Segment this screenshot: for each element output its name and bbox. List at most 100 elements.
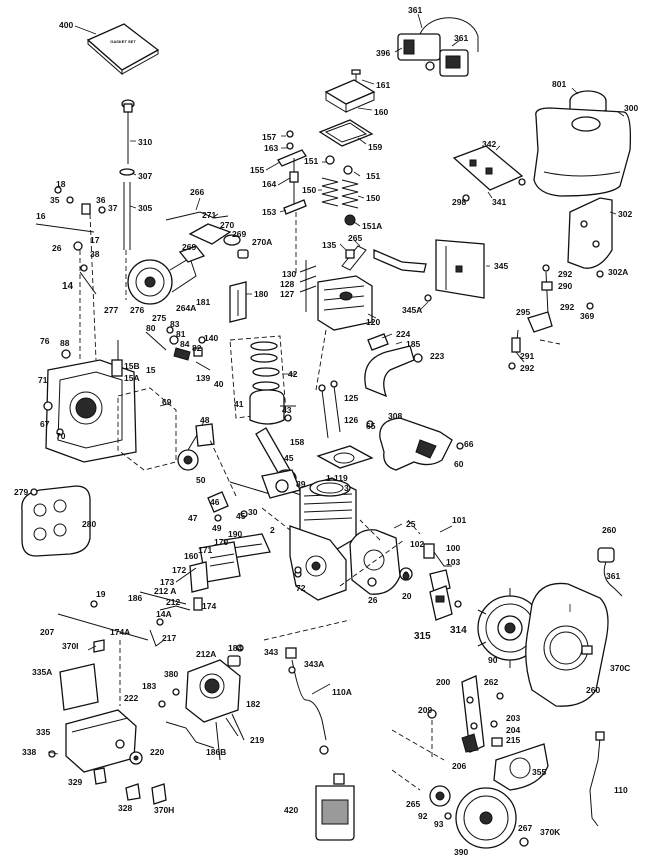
callout-48: 48 (200, 415, 210, 425)
callout-801: 801 (552, 79, 567, 89)
callout-270: 270 (220, 220, 235, 230)
callout-49: 49 (212, 523, 222, 533)
callout-390: 390 (454, 847, 469, 857)
valve-springs (318, 155, 365, 227)
callout-26: 26 (52, 243, 62, 253)
callout-139: 139 (196, 373, 211, 383)
callout-130: 130 (282, 269, 297, 279)
callout-43: 43 (282, 405, 292, 415)
callout-50: 50 (196, 475, 206, 485)
callout-380: 380 (164, 669, 179, 679)
valve-cover (324, 69, 376, 113)
callout-174: 174 (202, 601, 217, 611)
callout-260: 260 (586, 685, 601, 695)
push-rods (318, 380, 341, 439)
callout-207: 207 (40, 627, 55, 637)
callout-126: 126 (344, 415, 359, 425)
callout-343A: 343A (304, 659, 325, 669)
callout-160: 160 (374, 107, 389, 117)
callout-90: 90 (488, 655, 498, 665)
callout-70: 70 (56, 431, 66, 441)
callout-310: 310 (138, 137, 153, 147)
intake-elbow (364, 333, 423, 398)
callout-215: 215 (506, 735, 521, 745)
throttle-linkage-left (35, 186, 106, 362)
callout-370K: 370K (540, 827, 561, 837)
callout-361: 361 (408, 5, 423, 15)
cylinder-head (317, 275, 377, 331)
callout-159: 159 (368, 142, 383, 152)
callout-14: 14 (62, 281, 74, 292)
callout-69: 69 (162, 397, 172, 407)
callout-3: 3 (344, 483, 349, 493)
callout-206: 206 (452, 761, 467, 771)
callout-200: 200 (436, 677, 451, 687)
callout-30: 30 (248, 507, 258, 517)
callout-151A: 151A (362, 221, 383, 231)
crankcase-gasket (117, 387, 177, 471)
callout-361: 361 (606, 571, 621, 581)
callout-292: 292 (558, 269, 573, 279)
governor-gear-housing (127, 245, 206, 305)
callout-103: 103 (446, 557, 461, 567)
carburetor-small-parts (175, 533, 271, 593)
governor-linkage (165, 197, 249, 259)
callout-186: 186 (128, 593, 143, 603)
cylinder-head-bolts (299, 260, 317, 312)
callout-183: 183 (142, 681, 157, 691)
ignition-module (429, 585, 462, 621)
callout-212: 212 (166, 597, 181, 607)
starter-pawl-plate (427, 675, 504, 760)
callout-84: 84 (180, 339, 190, 349)
callout-269: 269 (232, 229, 247, 239)
fuel-line-bracket (229, 281, 252, 323)
callout-209: 209 (418, 705, 433, 715)
callout-170: 170 (214, 537, 229, 547)
callout-16: 16 (36, 211, 46, 221)
blower-housing (525, 582, 609, 707)
callout-292: 292 (520, 363, 535, 373)
rewind-starter (429, 785, 529, 849)
valve-cover-gasket (318, 119, 374, 147)
callout-217: 217 (162, 633, 177, 643)
callout-224: 224 (396, 329, 411, 339)
callout-275: 275 (152, 313, 167, 323)
callout-222: 222 (124, 693, 139, 703)
callout-345: 345 (494, 261, 509, 271)
cylinder-shroud (366, 417, 464, 471)
callout-262: 262 (484, 677, 499, 687)
callout-66: 66 (464, 439, 474, 449)
callout-125: 125 (344, 393, 359, 403)
callout-171: 171 (198, 545, 213, 555)
callout-279: 279 (14, 487, 29, 497)
callout-102: 102 (410, 539, 425, 549)
callout-265: 265 (406, 799, 421, 809)
callout-150: 150 (302, 185, 317, 195)
callout-361: 361 (454, 33, 469, 43)
callout-182: 182 (246, 699, 261, 709)
callout-355: 355 (532, 767, 547, 777)
callout-60: 60 (454, 459, 464, 469)
callout-83: 83 (170, 319, 180, 329)
alignment-guides (119, 212, 561, 791)
callout-341: 341 (492, 197, 507, 207)
callout-335A: 335A (32, 667, 53, 677)
callout-164: 164 (262, 179, 277, 189)
callout-174A: 174A (110, 627, 131, 637)
cylinder-block (299, 477, 357, 553)
callout-280: 280 (82, 519, 97, 529)
callout-266: 266 (190, 187, 205, 197)
callout-276: 276 (130, 305, 145, 315)
callout-119: 119 (334, 473, 348, 483)
dipstick-and-tube (119, 99, 137, 250)
callout-220: 220 (150, 747, 165, 757)
callout-72: 72 (296, 583, 306, 593)
callout-328: 328 (118, 803, 133, 813)
callout-15: 15 (146, 365, 156, 375)
callout-128: 128 (280, 279, 295, 289)
tank-strap-rod (589, 731, 605, 827)
air-cleaner (48, 645, 137, 773)
oil-bottle (315, 773, 355, 841)
callout-369: 369 (580, 311, 595, 321)
callout-267: 267 (518, 823, 533, 833)
